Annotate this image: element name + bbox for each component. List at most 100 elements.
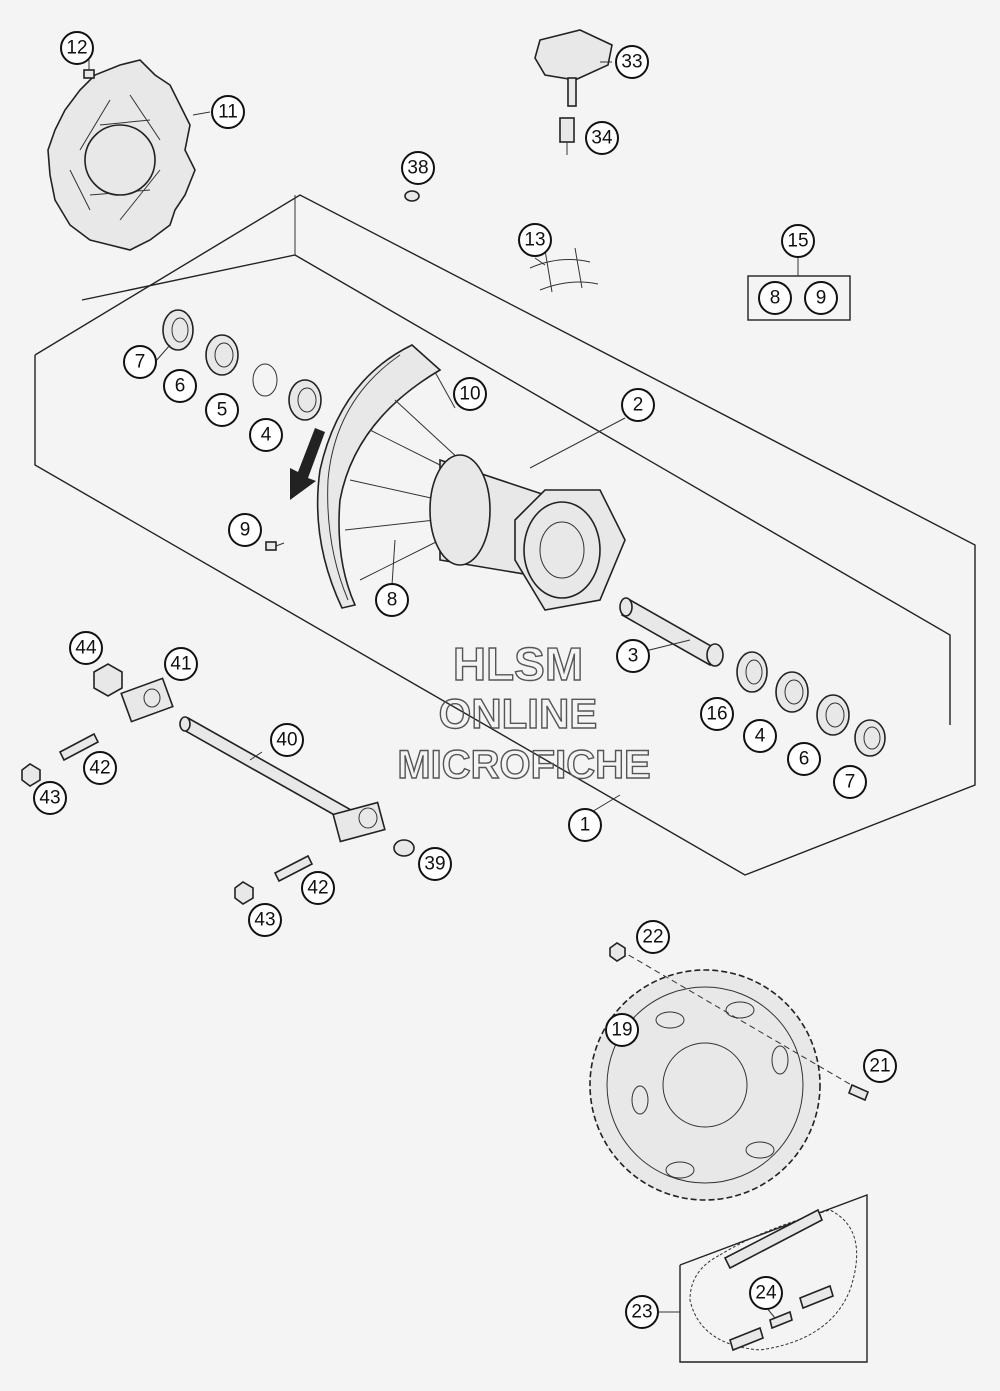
svg-text:23: 23 — [631, 1302, 652, 1323]
svg-text:11: 11 — [218, 102, 238, 123]
callout-21[interactable]: 21 — [863, 1049, 897, 1083]
callout-7-left[interactable]: 7 — [123, 345, 157, 379]
disc-bolt — [83, 60, 95, 79]
callout-4-right[interactable]: 4 — [743, 719, 777, 753]
wheel-axle — [179, 716, 386, 843]
svg-text:9: 9 — [816, 288, 827, 309]
callout-40[interactable]: 40 — [270, 723, 304, 757]
svg-text:6: 6 — [799, 749, 810, 770]
callout-24[interactable]: 24 — [749, 1276, 783, 1310]
callout-19[interactable]: 19 — [605, 1013, 639, 1047]
callout-8[interactable]: 8 — [375, 583, 409, 617]
callout-23[interactable]: 23 — [625, 1295, 659, 1329]
spoke-kit-box — [747, 257, 851, 321]
callout-43-left[interactable]: 43 — [33, 781, 67, 815]
svg-text:33: 33 — [621, 52, 642, 73]
callout-34[interactable]: 34 — [585, 121, 619, 155]
callout-7-right[interactable]: 7 — [833, 765, 867, 799]
callout-6-right[interactable]: 6 — [787, 742, 821, 776]
svg-text:39: 39 — [424, 854, 445, 875]
svg-text:5: 5 — [217, 400, 228, 421]
callout-15-9[interactable]: 9 — [804, 281, 838, 315]
svg-text:34: 34 — [591, 128, 613, 149]
svg-text:13: 13 — [524, 230, 545, 251]
assembly-frame — [34, 194, 976, 876]
svg-text:2: 2 — [633, 395, 644, 416]
svg-text:12: 12 — [66, 38, 87, 59]
svg-text:3: 3 — [628, 646, 639, 667]
spoke-nipple — [265, 541, 285, 551]
svg-text:7: 7 — [135, 352, 146, 373]
callout-11[interactable]: 11 — [211, 95, 245, 129]
watermark-line-1: HLSM — [453, 638, 583, 690]
callout-1[interactable]: 1 — [568, 808, 602, 842]
callout-12[interactable]: 12 — [60, 31, 94, 65]
callout-13[interactable]: 13 — [518, 223, 552, 257]
adjuster-bolt-42a — [58, 732, 100, 762]
leader-lines — [154, 61, 776, 1319]
callout-38[interactable]: 38 — [401, 151, 435, 185]
svg-text:19: 19 — [611, 1020, 632, 1041]
stand-bolt — [559, 117, 575, 155]
callout-43-bottom[interactable]: 43 — [248, 903, 282, 937]
svg-text:7: 7 — [845, 772, 856, 793]
stand-pad — [534, 29, 613, 107]
svg-text:4: 4 — [261, 425, 272, 446]
callout-3[interactable]: 3 — [616, 639, 650, 673]
rim-tape — [529, 247, 599, 293]
callout-41[interactable]: 41 — [164, 647, 198, 681]
svg-text:16: 16 — [706, 704, 727, 725]
chain-adjuster-41 — [120, 677, 174, 723]
callout-4-left[interactable]: 4 — [249, 418, 283, 452]
callout-5[interactable]: 5 — [205, 393, 239, 427]
callout-15[interactable]: 15 — [781, 224, 815, 258]
svg-text:9: 9 — [240, 520, 251, 541]
svg-text:43: 43 — [254, 910, 275, 931]
svg-text:6: 6 — [175, 376, 186, 397]
callout-16[interactable]: 16 — [700, 697, 734, 731]
wheel-rim — [316, 344, 442, 609]
plug-38 — [404, 190, 420, 202]
brake-disc — [47, 59, 196, 251]
svg-text:41: 41 — [170, 654, 191, 675]
nut-43a — [21, 763, 41, 787]
callout-15-8[interactable]: 8 — [758, 281, 792, 315]
watermark-line-3: MICROFICHE — [397, 743, 650, 787]
sprocket-nut — [609, 942, 626, 962]
svg-text:42: 42 — [307, 878, 328, 899]
nut-43b — [234, 881, 254, 905]
callout-42-bottom[interactable]: 42 — [301, 871, 335, 905]
svg-text:8: 8 — [387, 590, 398, 611]
callout-42-left[interactable]: 42 — [83, 751, 117, 785]
callout-22[interactable]: 22 — [636, 920, 670, 954]
callout-33[interactable]: 33 — [615, 45, 649, 79]
adjuster-bolt-42b — [273, 854, 314, 883]
sprocket-bolt — [847, 1083, 870, 1102]
svg-text:21: 21 — [869, 1056, 890, 1077]
svg-text:40: 40 — [276, 730, 297, 751]
axle-nut-44 — [93, 663, 123, 697]
svg-text:24: 24 — [755, 1283, 777, 1304]
callout-44[interactable]: 44 — [69, 631, 103, 665]
right-bearing-stack — [736, 651, 886, 757]
svg-text:15: 15 — [787, 231, 808, 252]
chain-box — [679, 1193, 868, 1363]
callout-39[interactable]: 39 — [418, 847, 452, 881]
wheel-hub — [344, 399, 626, 611]
left-bearing-stack — [162, 309, 322, 421]
svg-text:42: 42 — [89, 758, 110, 779]
callout-6-left[interactable]: 6 — [163, 369, 197, 403]
svg-text:10: 10 — [459, 384, 480, 405]
callout-10[interactable]: 10 — [453, 377, 487, 411]
svg-text:38: 38 — [407, 158, 428, 179]
svg-text:1: 1 — [580, 815, 591, 836]
svg-text:43: 43 — [39, 788, 60, 809]
callout-2[interactable]: 2 — [621, 388, 655, 422]
callout-9[interactable]: 9 — [228, 513, 262, 547]
plug-39 — [393, 839, 415, 857]
spacer-tube — [619, 597, 724, 667]
svg-text:8: 8 — [770, 288, 781, 309]
watermark-line-2: ONLINE — [439, 690, 598, 737]
rear-sprocket — [589, 949, 861, 1201]
